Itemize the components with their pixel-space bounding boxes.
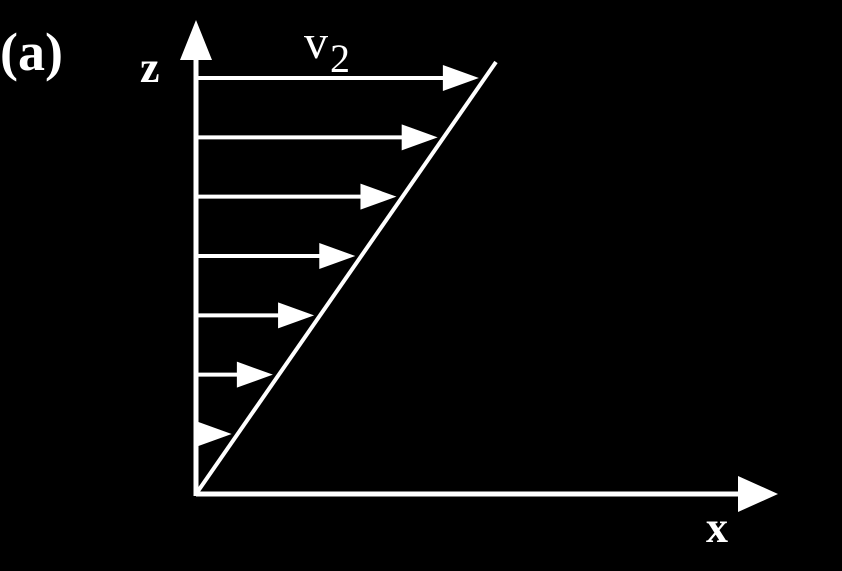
x-axis-arrowhead: [738, 476, 778, 512]
z-axis-arrowhead: [180, 20, 212, 60]
velocity-arrowhead: [278, 302, 315, 329]
velocity-arrowhead: [195, 421, 232, 447]
panel-label: (a): [0, 22, 63, 82]
velocity-arrowhead: [442, 65, 479, 91]
velocity-symbol: v: [304, 16, 328, 69]
velocity-label: v2: [304, 16, 350, 81]
velocity-arrows: [195, 65, 479, 447]
velocity-arrowhead: [401, 124, 438, 151]
z-axis-label: z: [140, 43, 160, 92]
velocity-arrowhead: [360, 183, 397, 210]
velocity-subscript: 2: [330, 36, 350, 81]
velocity-arrowhead: [319, 243, 356, 269]
velocity-arrowhead: [236, 361, 273, 388]
x-axis-label: x: [706, 503, 728, 552]
velocity-profile-line: [194, 60, 498, 496]
